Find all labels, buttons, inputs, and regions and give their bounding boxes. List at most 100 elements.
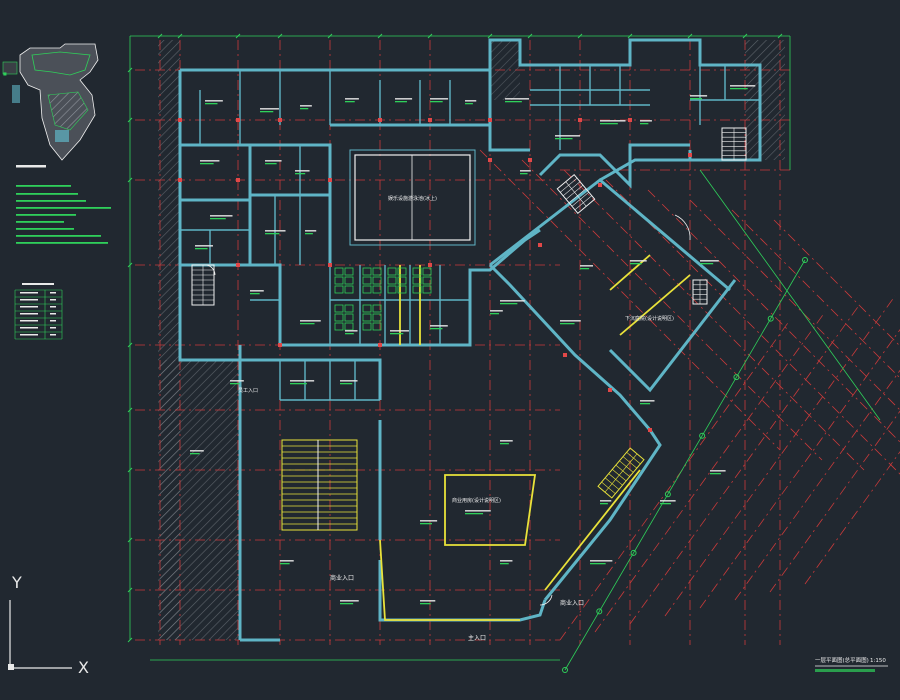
- annotation-level-mark: [730, 88, 748, 90]
- column: [378, 118, 382, 122]
- column: [608, 388, 612, 392]
- note-line: [16, 235, 101, 237]
- pool: [349, 149, 476, 246]
- annotation-text-mark: [640, 120, 652, 122]
- design-notes: [16, 165, 111, 244]
- restroom-stall: [372, 276, 382, 285]
- annotation-text-mark: [250, 290, 264, 292]
- stair-flight: [556, 173, 596, 215]
- annotation-text-mark: [300, 320, 321, 322]
- annotation-text-mark: [600, 500, 612, 502]
- annotation-level-mark: [640, 123, 649, 125]
- dimension-tick: [127, 117, 133, 123]
- annotation-text-mark: [700, 260, 719, 262]
- annotation-text-mark: [265, 160, 282, 162]
- grid-bubble: [630, 549, 637, 556]
- dimension-tick: [127, 407, 133, 413]
- restroom-stall: [362, 304, 372, 313]
- annotation-text-mark: [390, 330, 409, 332]
- annotation-level-mark: [390, 333, 404, 335]
- legend-cell-mark: [50, 320, 56, 322]
- column: [328, 178, 332, 182]
- dimension-tick: [177, 33, 183, 39]
- legend-cell-mark: [50, 306, 56, 308]
- column: [428, 118, 432, 122]
- annotation-level-mark: [200, 163, 214, 165]
- key-plan: ■: [2, 43, 99, 161]
- annotation-level-mark: [560, 323, 575, 325]
- grid-bubble: [733, 374, 740, 381]
- note-line: [16, 207, 111, 209]
- restroom-stall: [412, 285, 422, 294]
- restroom-stall: [334, 322, 344, 331]
- annotation-text-mark: [345, 330, 358, 332]
- annotation-level-mark: [300, 108, 309, 110]
- column: [648, 428, 652, 432]
- restroom-stall: [372, 304, 382, 313]
- restroom-stall: [334, 276, 344, 285]
- annotation-level-mark: [195, 248, 208, 250]
- grid-bubble: [596, 608, 603, 615]
- restroom-stall: [344, 267, 354, 276]
- label-entrance-d: 商业入口: [560, 599, 584, 607]
- annotation-level-mark: [290, 383, 307, 385]
- annotation-level-mark: [295, 173, 306, 175]
- label-entrance-a: 员工入口: [238, 388, 258, 394]
- annotation-level-mark: [500, 303, 518, 305]
- annotation-text-mark: [300, 105, 312, 107]
- annotation-text-mark: [290, 380, 315, 382]
- column: [236, 178, 240, 182]
- legend-cell-mark: [20, 320, 38, 322]
- restroom-stall: [362, 267, 372, 276]
- legend-table: [14, 283, 63, 340]
- restroom-fixtures: [334, 267, 432, 331]
- annotation-text-mark: [260, 108, 279, 110]
- note-line: [16, 200, 86, 202]
- dimension-tick: [127, 587, 133, 593]
- restroom-stall: [334, 285, 344, 294]
- column: [278, 118, 282, 122]
- door-swings: [204, 214, 691, 606]
- column: [236, 118, 240, 122]
- grid-bubble: [802, 257, 808, 263]
- annotation-level-mark: [700, 263, 714, 265]
- annotation-text-mark: [340, 600, 359, 602]
- label-main-hall: 下沉庭院(设计说明区): [625, 315, 674, 322]
- stair-flight: [721, 127, 747, 161]
- column: [488, 118, 492, 122]
- note-line: [16, 242, 108, 244]
- annotation-text-mark: [505, 98, 530, 100]
- restroom-stall: [362, 313, 372, 322]
- annotation-text-mark: [345, 98, 359, 100]
- annotation-text-mark: [500, 560, 513, 562]
- column: [328, 263, 332, 267]
- legend-cell-mark: [20, 299, 38, 301]
- dimension-tick: [777, 33, 783, 39]
- column: [578, 118, 582, 122]
- restroom-stall: [334, 313, 344, 322]
- column: [378, 343, 382, 347]
- grid-bubble: [562, 667, 568, 673]
- dimension-tick: [127, 262, 133, 268]
- annotation-level-mark: [600, 123, 618, 125]
- annotation-text-mark: [265, 230, 286, 232]
- annotation-text-mark: [560, 320, 581, 322]
- restroom-stall: [397, 276, 407, 285]
- annotation-text-mark: [430, 325, 448, 327]
- annotation-level-mark: [500, 563, 509, 565]
- annotation-level-mark: [600, 503, 608, 505]
- annotation-level-mark: [500, 443, 509, 445]
- annotation-level-mark: [190, 453, 200, 455]
- annotation-text-mark: [500, 440, 513, 442]
- annotation-text-mark: [465, 510, 491, 512]
- stairs: [191, 127, 747, 499]
- restroom-stall: [372, 313, 382, 322]
- dimension-tick: [157, 33, 163, 39]
- column: [178, 178, 182, 182]
- restroom-stall: [412, 267, 422, 276]
- annotation-text-mark: [195, 245, 213, 247]
- svg-text:■: ■: [3, 71, 7, 76]
- dimension-tick: [127, 537, 133, 543]
- annotation-level-mark: [640, 403, 651, 405]
- annotation-level-mark: [260, 111, 274, 113]
